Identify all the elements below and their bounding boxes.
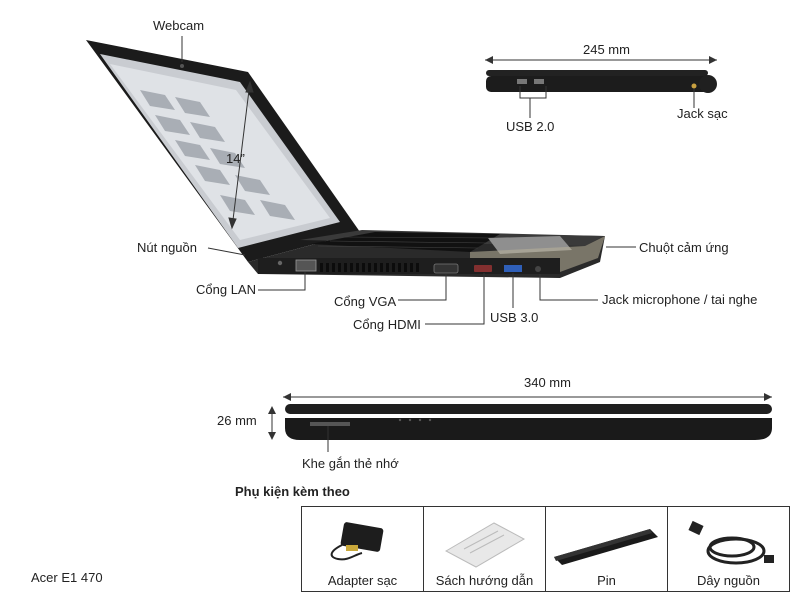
accessory-label: Sách hướng dẫn xyxy=(435,573,534,588)
usb2-port-1 xyxy=(517,79,527,84)
label-webcam: Webcam xyxy=(153,18,205,33)
accessory-label: Dây nguồn xyxy=(697,573,760,588)
manual-icon xyxy=(444,522,526,568)
webcam-lens xyxy=(180,64,184,68)
label-power-button: Nút nguồn xyxy=(137,240,197,255)
accessories-table: Adapter sạc Sách hướng dẫn Pin Dây nguồn xyxy=(301,506,790,592)
label-hdmi-port: Cổng HDMI xyxy=(353,317,421,332)
label-charger-jack: Jack sạc xyxy=(677,106,728,121)
lan-port xyxy=(295,259,317,272)
charger-port xyxy=(691,83,697,89)
label-mic-jack: Jack microphone / tai nghe xyxy=(602,292,758,307)
laptop-front-view xyxy=(268,393,772,452)
battery-icon xyxy=(554,529,658,565)
screen-content xyxy=(140,90,295,220)
label-lan-port: Cổng LAN xyxy=(196,282,256,297)
power-button xyxy=(277,260,283,266)
model-name: Acer E1 470 xyxy=(31,570,103,585)
vent-grill xyxy=(320,263,419,272)
label-touchpad: Chuột cảm ứng xyxy=(639,240,729,255)
vga-port xyxy=(433,263,459,274)
accessory-cell: Pin xyxy=(546,507,668,591)
label-thickness: 26 mm xyxy=(217,413,257,428)
accessories-title: Phụ kiện kèm theo xyxy=(235,484,350,499)
power-adapter-icon xyxy=(330,522,384,561)
label-vga-port: Cổng VGA xyxy=(334,294,397,309)
label-usb3: USB 3.0 xyxy=(490,310,539,325)
laptop-angled-view xyxy=(86,36,636,325)
accessory-cell: Adapter sạc xyxy=(302,507,424,591)
accessory-label: Pin xyxy=(597,573,616,588)
label-screen-size: 14” xyxy=(226,151,245,166)
accessory-cell: Dây nguồn xyxy=(668,507,789,591)
accessory-cell: Sách hướng dẫn xyxy=(424,507,546,591)
power-cord-icon xyxy=(688,520,774,565)
label-depth: 245 mm xyxy=(583,42,630,57)
label-width: 340 mm xyxy=(524,375,571,390)
card-slot xyxy=(310,422,350,426)
hdmi-port xyxy=(474,265,492,272)
laptop-side-view xyxy=(485,56,717,118)
mic-jack xyxy=(535,266,541,272)
usb3-port xyxy=(504,265,522,272)
usb2-port-2 xyxy=(534,79,544,84)
label-card-slot: Khe gắn thẻ nhớ xyxy=(302,456,399,471)
label-usb2: USB 2.0 xyxy=(506,119,555,134)
accessory-label: Adapter sạc xyxy=(327,573,398,588)
